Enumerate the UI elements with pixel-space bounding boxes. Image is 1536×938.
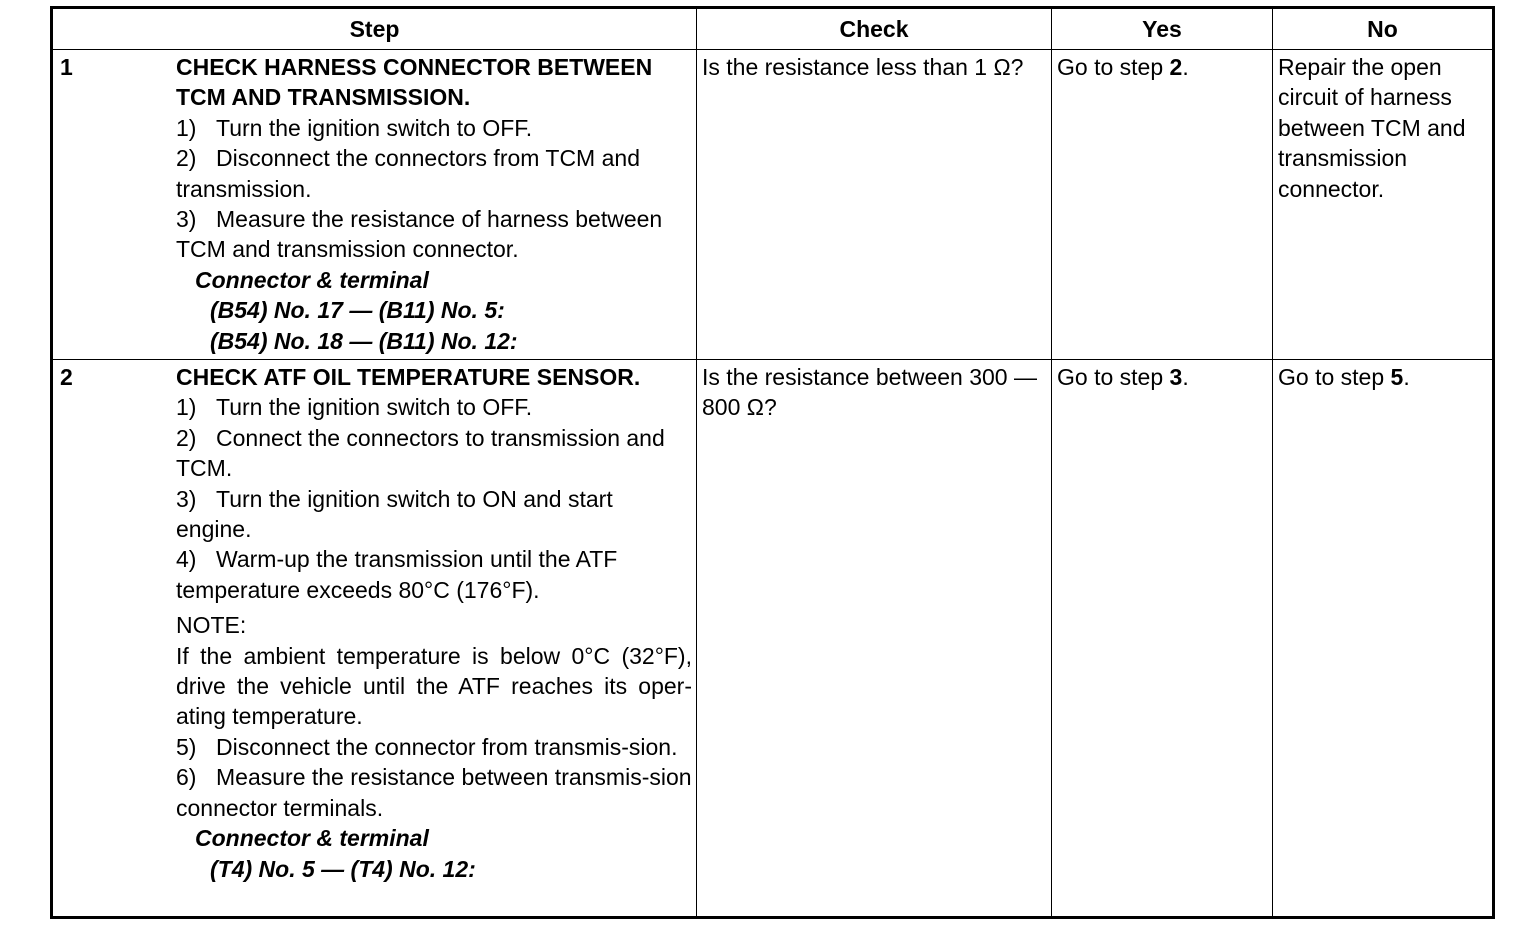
connector-terminal-title: Connector & terminal [195, 266, 429, 293]
substep: 2)Connect the connectors to transmission… [176, 423, 692, 484]
substep-text: Connect the connectors to transmission a… [176, 424, 665, 482]
step-cell: 1 CHECK HARNESS CONNECTOR BETWEEN TCM AN… [51, 49, 697, 360]
step-title: CHECK ATF OIL TEMPERATURE SENSOR. [176, 364, 641, 390]
substep-number: 3) [176, 206, 197, 233]
substep-number: 2) [176, 424, 197, 451]
substep-number: 2) [176, 145, 197, 172]
yes-cell: Go to step 3. [1051, 359, 1273, 918]
substep-number: 6) [176, 764, 197, 791]
yes-cell: Go to step 2. [1051, 49, 1273, 360]
connector-terminal-title: Connector & terminal [195, 825, 429, 852]
terminal-value: (B54) No. 17 — (B11) No. 5: [210, 297, 505, 324]
substep-number: 1) [176, 114, 197, 141]
step-cell: 2 CHECK ATF OIL TEMPERATURE SENSOR. 1) Tu… [51, 359, 697, 918]
no-suffix: . [1403, 364, 1410, 390]
terminal-value: (B54) No. 18 — (B11) No. 12: [210, 327, 518, 354]
terminal-value: (T4) No. 5 — (T4) No. 12: [210, 855, 476, 882]
step-number: 2 [60, 364, 73, 390]
step-number: 1 [60, 54, 73, 80]
table-row: 1 CHECK HARNESS CONNECTOR BETWEEN TCM AN… [51, 49, 1494, 360]
header-check: Check [696, 7, 1052, 50]
table-row: 2 CHECK ATF OIL TEMPERATURE SENSOR. 1) Tu… [51, 359, 1494, 918]
no-step-ref: 5 [1390, 364, 1404, 390]
no-prefix: Go to step [1278, 364, 1391, 390]
step-title: CHECK HARNESS CONNECTOR BETWEEN TCM AND … [176, 54, 653, 111]
yes-prefix: Go to step [1057, 364, 1170, 390]
substep: 5) Disconnect the connector from transmis… [176, 732, 692, 762]
yes-prefix: Go to step [1057, 54, 1170, 80]
substep-text: Measure the resistance between transmis-… [176, 764, 692, 821]
substep: 3)Measure the resistance of harness betw… [176, 204, 692, 265]
yes-suffix: . [1182, 54, 1189, 80]
note-text: If the ambient temperature is below 0°C … [176, 642, 692, 730]
substep-text: Turn the ignition switch to OFF. [216, 394, 533, 421]
substep-text: Warm-up the transmission until the ATF t… [176, 546, 618, 603]
header-row: Step Check Yes No [51, 7, 1494, 50]
substep-number: 5) [176, 733, 197, 760]
substep-text: Turn the ignition switch to ON and start… [176, 485, 613, 543]
substep: 1) Turn the ignition switch to OFF. [176, 113, 692, 143]
substep-text: Disconnect the connector from transmis-s… [216, 733, 678, 760]
substep: 4)Warm-up the transmission until the ATF… [176, 544, 692, 605]
header-no: No [1272, 7, 1494, 50]
substep-text: Measure the resistance of harness betwee… [176, 206, 663, 263]
substep-text: Disconnect the connectors from TCM and t… [176, 145, 640, 202]
substep: 6)Measure the resistance between transmi… [176, 762, 692, 823]
yes-step-ref: 2 [1169, 54, 1183, 80]
substep-number: 3) [176, 485, 197, 512]
note-label: NOTE: [176, 612, 247, 639]
substep: 2)Disconnect the connectors from TCM and… [176, 143, 692, 204]
substep: 3)Turn the ignition switch to ON and sta… [176, 484, 692, 545]
yes-suffix: . [1182, 364, 1189, 390]
check-cell: Is the resistance less than 1 Ω? [696, 49, 1052, 360]
header-yes: Yes [1051, 7, 1273, 50]
diagnostic-table: Step Check Yes No 1 CHECK HARNESS CONNEC… [50, 6, 1495, 919]
no-cell: Repair the open circuit of harness betwe… [1272, 49, 1494, 360]
substep-text: Turn the ignition switch to OFF. [216, 114, 533, 141]
substep-number: 4) [176, 546, 197, 573]
substep-number: 1) [176, 394, 197, 421]
yes-step-ref: 3 [1169, 364, 1183, 390]
header-step: Step [51, 7, 697, 50]
check-cell: Is the resistance between 300 — 800 Ω? [696, 359, 1052, 918]
substep: 1) Turn the ignition switch to OFF. [176, 392, 692, 422]
no-cell: Go to step 5. [1272, 359, 1494, 918]
